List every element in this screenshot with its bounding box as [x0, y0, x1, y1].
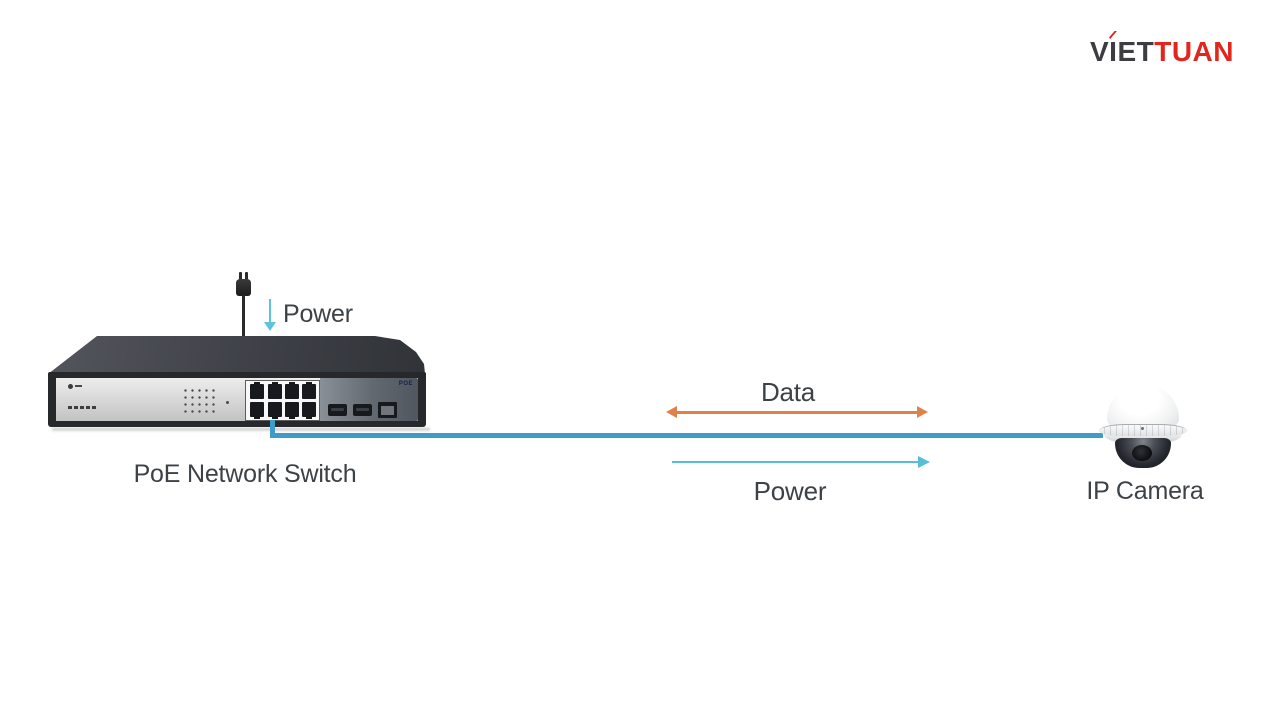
ip-camera	[1096, 384, 1190, 474]
power-plug-icon	[236, 279, 251, 296]
switch-model-mark	[68, 406, 98, 409]
switch-uplink-section: POE	[320, 378, 418, 421]
rj45-port	[302, 402, 316, 419]
rj45-port	[250, 382, 264, 399]
camera-lens-dome	[1115, 438, 1171, 468]
power-flow-label: Power	[753, 476, 827, 506]
ethernet-cable	[270, 433, 1103, 438]
rj45-port	[285, 382, 299, 399]
switch-shadow	[52, 428, 430, 432]
camera-label: IP Camera	[1086, 477, 1204, 505]
data-flow-label: Data	[760, 377, 816, 407]
rj45-port	[268, 402, 282, 419]
switch-top-face	[48, 336, 425, 374]
switch-label: PoE Network Switch	[133, 460, 357, 488]
rj45-port	[250, 402, 264, 419]
data-arrow-head-right	[917, 406, 928, 418]
rj45-port	[285, 402, 299, 419]
ethernet-cable-vertical	[270, 420, 275, 438]
rj45-port	[268, 382, 282, 399]
sfp-port	[328, 404, 347, 416]
plug-prong-icon	[239, 272, 242, 280]
switch-front-panel: POE	[56, 378, 418, 421]
power-input-arrow-head	[264, 322, 276, 331]
power-input-label: Power	[283, 300, 353, 328]
led-indicator	[226, 401, 229, 404]
brand-logo-secondary: TUAN	[1154, 36, 1234, 67]
rj45-port-block	[245, 380, 320, 421]
data-arrow-shaft	[675, 411, 919, 414]
power-flow-arrow	[672, 455, 930, 469]
poe-switch: POE	[48, 372, 426, 427]
uplink-port	[378, 402, 397, 418]
data-arrow-head-left	[666, 406, 677, 418]
switch-brand-mark	[68, 384, 82, 389]
logo-accent-icon	[1109, 31, 1117, 39]
brand-logo: VIETTUAN	[1090, 36, 1234, 68]
power-arrow-shaft	[672, 461, 920, 463]
data-flow-arrow	[666, 405, 928, 419]
rj45-port	[302, 382, 316, 399]
power-arrow-head-right	[918, 456, 930, 468]
power-cord	[242, 295, 245, 340]
sfp-port	[353, 404, 372, 416]
power-input-arrow	[269, 299, 271, 323]
led-indicators	[182, 387, 217, 414]
camera-brim	[1099, 424, 1187, 436]
brand-logo-primary: VIET	[1090, 36, 1155, 67]
plug-prong-icon	[245, 272, 248, 280]
poe-badge: POE	[398, 381, 413, 387]
